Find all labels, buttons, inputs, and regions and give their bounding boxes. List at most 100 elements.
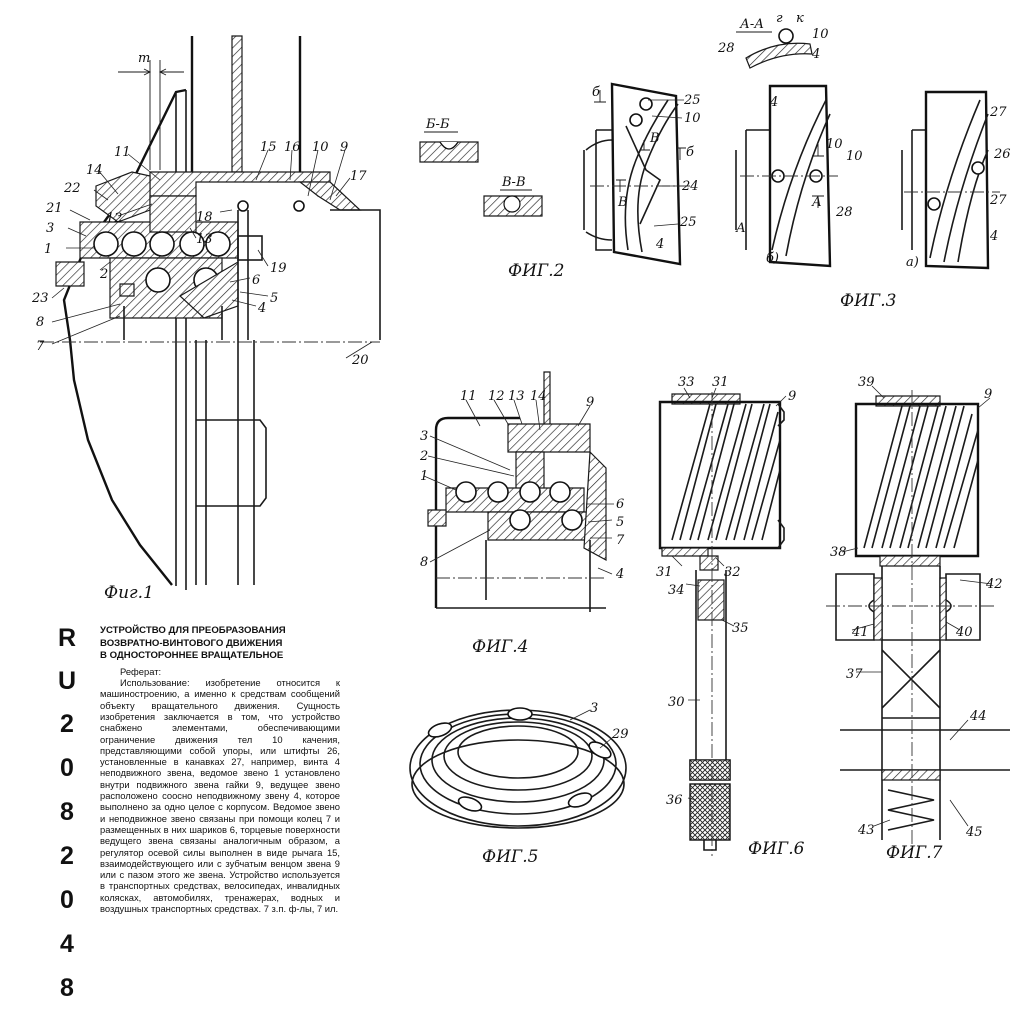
patent-digit: 8 bbox=[60, 974, 74, 1002]
fig6-label: 9 bbox=[788, 389, 796, 404]
fig3-label: 26 bbox=[993, 147, 1011, 162]
fig2-section-bb: Б-Б bbox=[425, 117, 450, 132]
fig1-label: 4 bbox=[257, 301, 266, 316]
fig1-label: 19 bbox=[270, 261, 287, 276]
fig3-label: 27 bbox=[989, 193, 1007, 208]
fig3-label: 28 bbox=[835, 205, 853, 220]
fig7-label: 37 bbox=[846, 667, 863, 682]
figure-6: 33 31 9 31 32 34 35 30 36 ФИГ.6 bbox=[656, 375, 805, 859]
fig3-section-label: 10 bbox=[812, 27, 829, 42]
fig1-label: 22 bbox=[63, 181, 81, 196]
abstract-title: УСТРОЙСТВО ДЛЯ ПРЕОБРАЗОВАНИЯ ВОЗВРАТНО-… bbox=[100, 625, 340, 663]
fig4-label: 2 bbox=[419, 449, 428, 464]
fig4-label: 13 bbox=[508, 389, 525, 404]
figure-2: Б-Б В-В б 25 10 В б 24 В 25 4 ФИГ.2 bbox=[419, 82, 701, 281]
fig6-label: 32 bbox=[724, 565, 741, 580]
fig4-label: 8 bbox=[420, 555, 428, 570]
fig7-caption: ФИГ.7 bbox=[886, 843, 943, 863]
patent-digit: 0 bbox=[60, 886, 74, 914]
fig6-label: 31 bbox=[712, 375, 729, 390]
fig5-caption: ФИГ.5 bbox=[482, 847, 538, 867]
fig3-label: А bbox=[735, 221, 746, 236]
fig4-label: 14 bbox=[530, 389, 547, 404]
fig4-label: 7 bbox=[616, 533, 625, 548]
patent-country-code: R U bbox=[52, 626, 82, 694]
fig1-label: 18 bbox=[196, 210, 213, 225]
fig3-section-label: 28 bbox=[717, 41, 735, 56]
fig1-label: 7 bbox=[36, 339, 45, 354]
fig1-label: 9 bbox=[340, 140, 348, 155]
fig5-label: 3 bbox=[590, 701, 598, 716]
patent-digit: 0 bbox=[60, 754, 74, 782]
fig7-label: 41 bbox=[851, 625, 869, 640]
fig2-label: 4 bbox=[655, 237, 664, 252]
fig4-label: 12 bbox=[488, 389, 505, 404]
fig1-label: 1 bbox=[44, 242, 52, 257]
figure-7: 39 9 38 42 41 40 37 44 43 45 ФИГ.7 bbox=[826, 375, 1010, 863]
fig3-label: 10 bbox=[846, 149, 863, 164]
fig4-label: 11 bbox=[460, 389, 477, 404]
fig1-caption: Фиг.1 bbox=[104, 583, 154, 603]
abstract-title-line: В ОДНОСТОРОННЕЕ ВРАЩАТЕЛЬНОЕ bbox=[100, 650, 284, 662]
fig2-caption: ФИГ.2 bbox=[508, 261, 564, 281]
fig1-label: 11 bbox=[114, 145, 131, 160]
fig4-label: 5 bbox=[616, 515, 624, 530]
fig3-section-aa: А-А bbox=[739, 17, 764, 32]
fig7-label: 39 bbox=[858, 375, 875, 390]
abstract-heading: Реферат: bbox=[120, 665, 162, 677]
fig1-label: 16 bbox=[284, 140, 301, 155]
fig3-label: 4 bbox=[769, 95, 778, 110]
fig1-label: 12 bbox=[106, 211, 123, 226]
fig3-label: А bbox=[811, 195, 822, 210]
fig1-label: 17 bbox=[350, 169, 367, 184]
fig1-label: 5 bbox=[270, 291, 278, 306]
fig1-label: 3 bbox=[46, 221, 54, 236]
fig1-label: 21 bbox=[45, 201, 63, 216]
fig3-label: 4 bbox=[989, 229, 998, 244]
fig2-label: 25 bbox=[679, 215, 697, 230]
fig6-caption: ФИГ.6 bbox=[748, 839, 805, 859]
fig4-label: 4 bbox=[615, 567, 624, 582]
fig2-label: В bbox=[617, 195, 628, 210]
fig6-label: 33 bbox=[678, 375, 695, 390]
patent-country-letter: U bbox=[57, 667, 77, 695]
fig2-section-vv: В-В bbox=[501, 175, 526, 190]
patent-digit: 8 bbox=[60, 798, 74, 826]
fig7-label: 43 bbox=[857, 823, 875, 838]
fig3-caption: ФИГ.3 bbox=[840, 291, 896, 311]
fig4-caption: ФИГ.4 bbox=[472, 637, 528, 657]
patent-number-digits: 2 0 8 2 0 4 8 bbox=[52, 712, 82, 1001]
figure-1: m 11 15 16 10 9 14 17 22 21 18 3 12 13 1… bbox=[31, 35, 381, 603]
fig7-label: 38 bbox=[830, 545, 847, 560]
fig3-label: 27 bbox=[989, 105, 1007, 120]
patent-digit: 2 bbox=[60, 710, 74, 738]
abstract-block: УСТРОЙСТВО ДЛЯ ПРЕОБРАЗОВАНИЯ ВОЗВРАТНО-… bbox=[100, 625, 340, 914]
fig3-label: а) bbox=[906, 255, 919, 270]
fig7-label: 45 bbox=[965, 825, 983, 840]
fig7-label: 9 bbox=[984, 387, 992, 402]
fig4-label: 3 bbox=[420, 429, 428, 444]
fig6-label: 35 bbox=[732, 621, 749, 636]
abstract-title-line: ВОЗВРАТНО-ВИНТОВОГО ДВИЖЕНИЯ bbox=[100, 637, 283, 649]
fig1-label: 23 bbox=[31, 291, 49, 306]
fig6-label: 34 bbox=[668, 583, 685, 598]
fig2-label: б bbox=[686, 145, 694, 160]
patent-digit: 2 bbox=[60, 842, 74, 870]
fig2-label: 10 bbox=[684, 111, 701, 126]
patent-country-letter: R bbox=[57, 624, 77, 652]
fig6-label: 36 bbox=[666, 793, 683, 808]
fig6-label: 31 bbox=[656, 565, 673, 580]
fig1-dimension-m: m bbox=[138, 51, 150, 66]
fig4-label: 1 bbox=[420, 469, 428, 484]
abstract-title-line: УСТРОЙСТВО ДЛЯ ПРЕОБРАЗОВАНИЯ bbox=[100, 625, 286, 636]
fig3-label: 10 bbox=[826, 137, 843, 152]
patent-digit: 4 bbox=[60, 930, 74, 958]
abstract-body: Использование: изобретение относится к м… bbox=[100, 677, 340, 915]
fig2-label: 24 bbox=[681, 179, 699, 194]
fig3-section-label: к bbox=[796, 11, 804, 26]
fig5-label: 29 bbox=[611, 727, 629, 742]
fig7-label: 44 bbox=[969, 709, 987, 724]
figure-4: 11 12 13 14 9 3 2 1 6 5 7 8 4 ФИГ.4 bbox=[419, 371, 625, 657]
fig7-label: 40 bbox=[955, 625, 973, 640]
